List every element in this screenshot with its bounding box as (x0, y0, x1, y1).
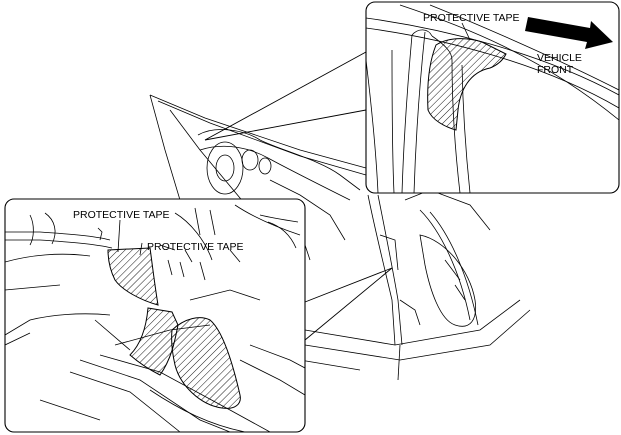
vehicle-front-arrow-icon (525, 17, 613, 49)
protective-tape-label-left-1: PROTECTIVE TAPE (73, 209, 169, 221)
front-label: FRONT (537, 64, 574, 76)
callout-leader-top (204, 51, 367, 141)
protective-tape-lower (171, 317, 241, 409)
steering-wheel (206, 141, 244, 195)
detail-callout-windshield-pillar: PROTECTIVE TAPE VEHICLE FRONT (365, 1, 620, 194)
protective-tape-pillar (427, 38, 507, 131)
callout-leader-left (304, 267, 393, 341)
protective-tape-label-left-2: PROTECTIVE TAPE (147, 241, 243, 253)
protective-tape-upper (107, 247, 159, 306)
detail-callout-floor: PROTECTIVE TAPE PROTECTIVE TAPE (4, 198, 306, 433)
seat-outline (419, 234, 477, 327)
protective-tape-label-top: PROTECTIVE TAPE (423, 12, 519, 24)
vehicle-label: VEHICLE (537, 52, 582, 64)
